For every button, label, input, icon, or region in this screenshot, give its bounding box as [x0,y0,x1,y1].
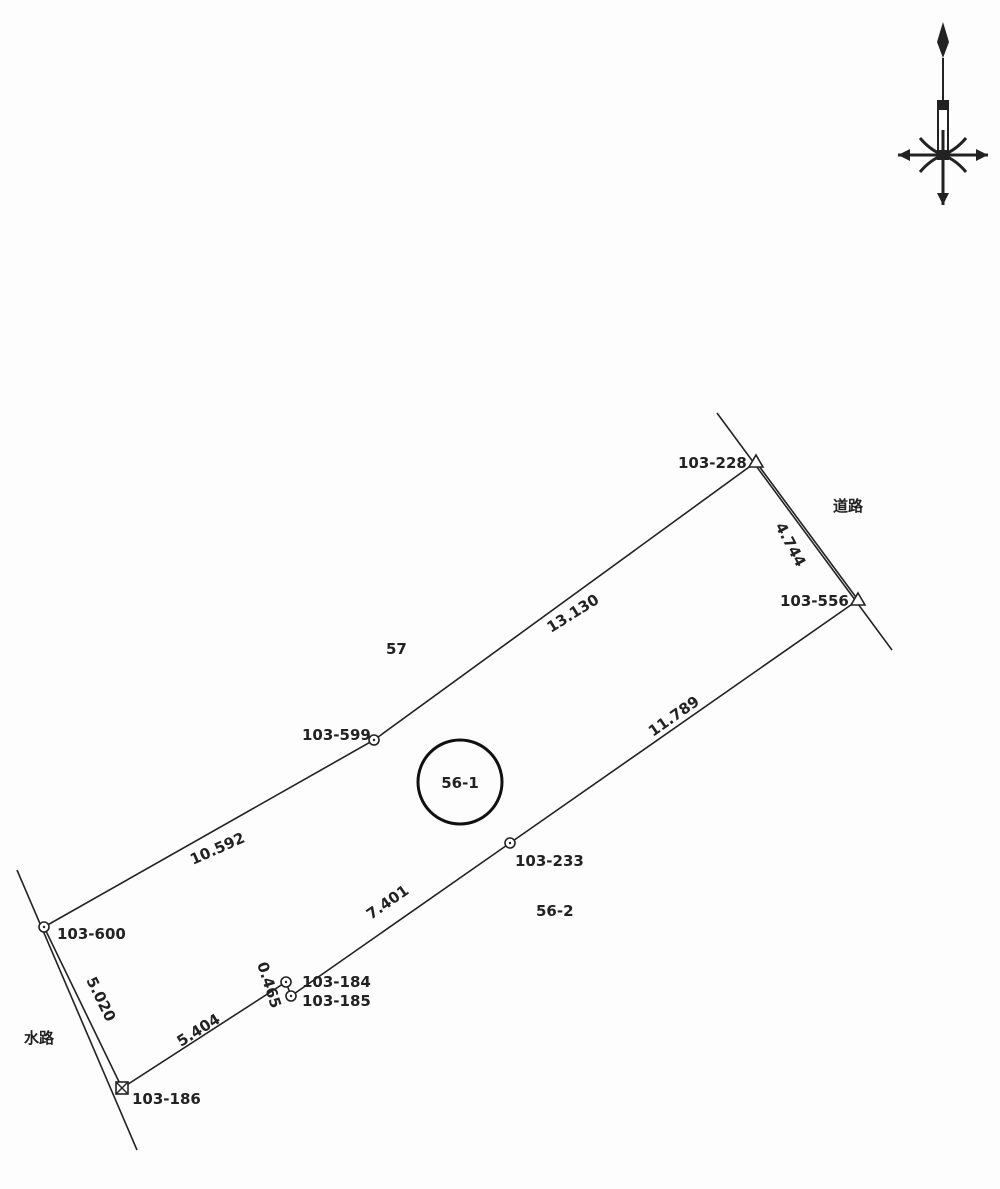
point-label-103-600: 103-600 [57,925,126,943]
north-arrow-compass-icon [898,22,988,205]
distance-label: 13.130 [544,590,603,636]
circle-marker-icon [38,921,50,933]
parcel-label-north: 57 [386,640,407,658]
point-label-103-228: 103-228 [678,454,747,472]
waterway-edge-line [16,869,138,1151]
circle-marker-icon [504,837,516,849]
triangle-marker-icon [747,453,765,468]
circle-marker-icon [368,734,380,746]
distance-label: 5.404 [174,1010,224,1050]
subject-parcel-circle [416,738,504,826]
circle-marker-icon [285,990,297,1002]
road-edge-line [716,412,893,651]
road-label: 道路 [833,497,864,515]
point-label-103-185: 103-185 [302,992,371,1010]
point-label-103-186: 103-186 [132,1090,201,1108]
square-cross-marker-icon [115,1081,129,1095]
point-label-103-556: 103-556 [780,592,849,610]
distance-label: 11.789 [645,692,703,740]
point-label-103-233: 103-233 [515,852,584,870]
parcel-label-subject: 56-1 [441,774,479,792]
point-label-103-184: 103-184 [302,973,371,991]
waterway-label: 水路 [24,1029,55,1047]
parcel-label-south: 56-2 [536,902,574,920]
point-label-103-599: 103-599 [302,726,371,744]
circle-marker-icon [280,976,292,988]
distance-label: 10.592 [187,829,247,869]
triangle-marker-icon [849,591,867,606]
